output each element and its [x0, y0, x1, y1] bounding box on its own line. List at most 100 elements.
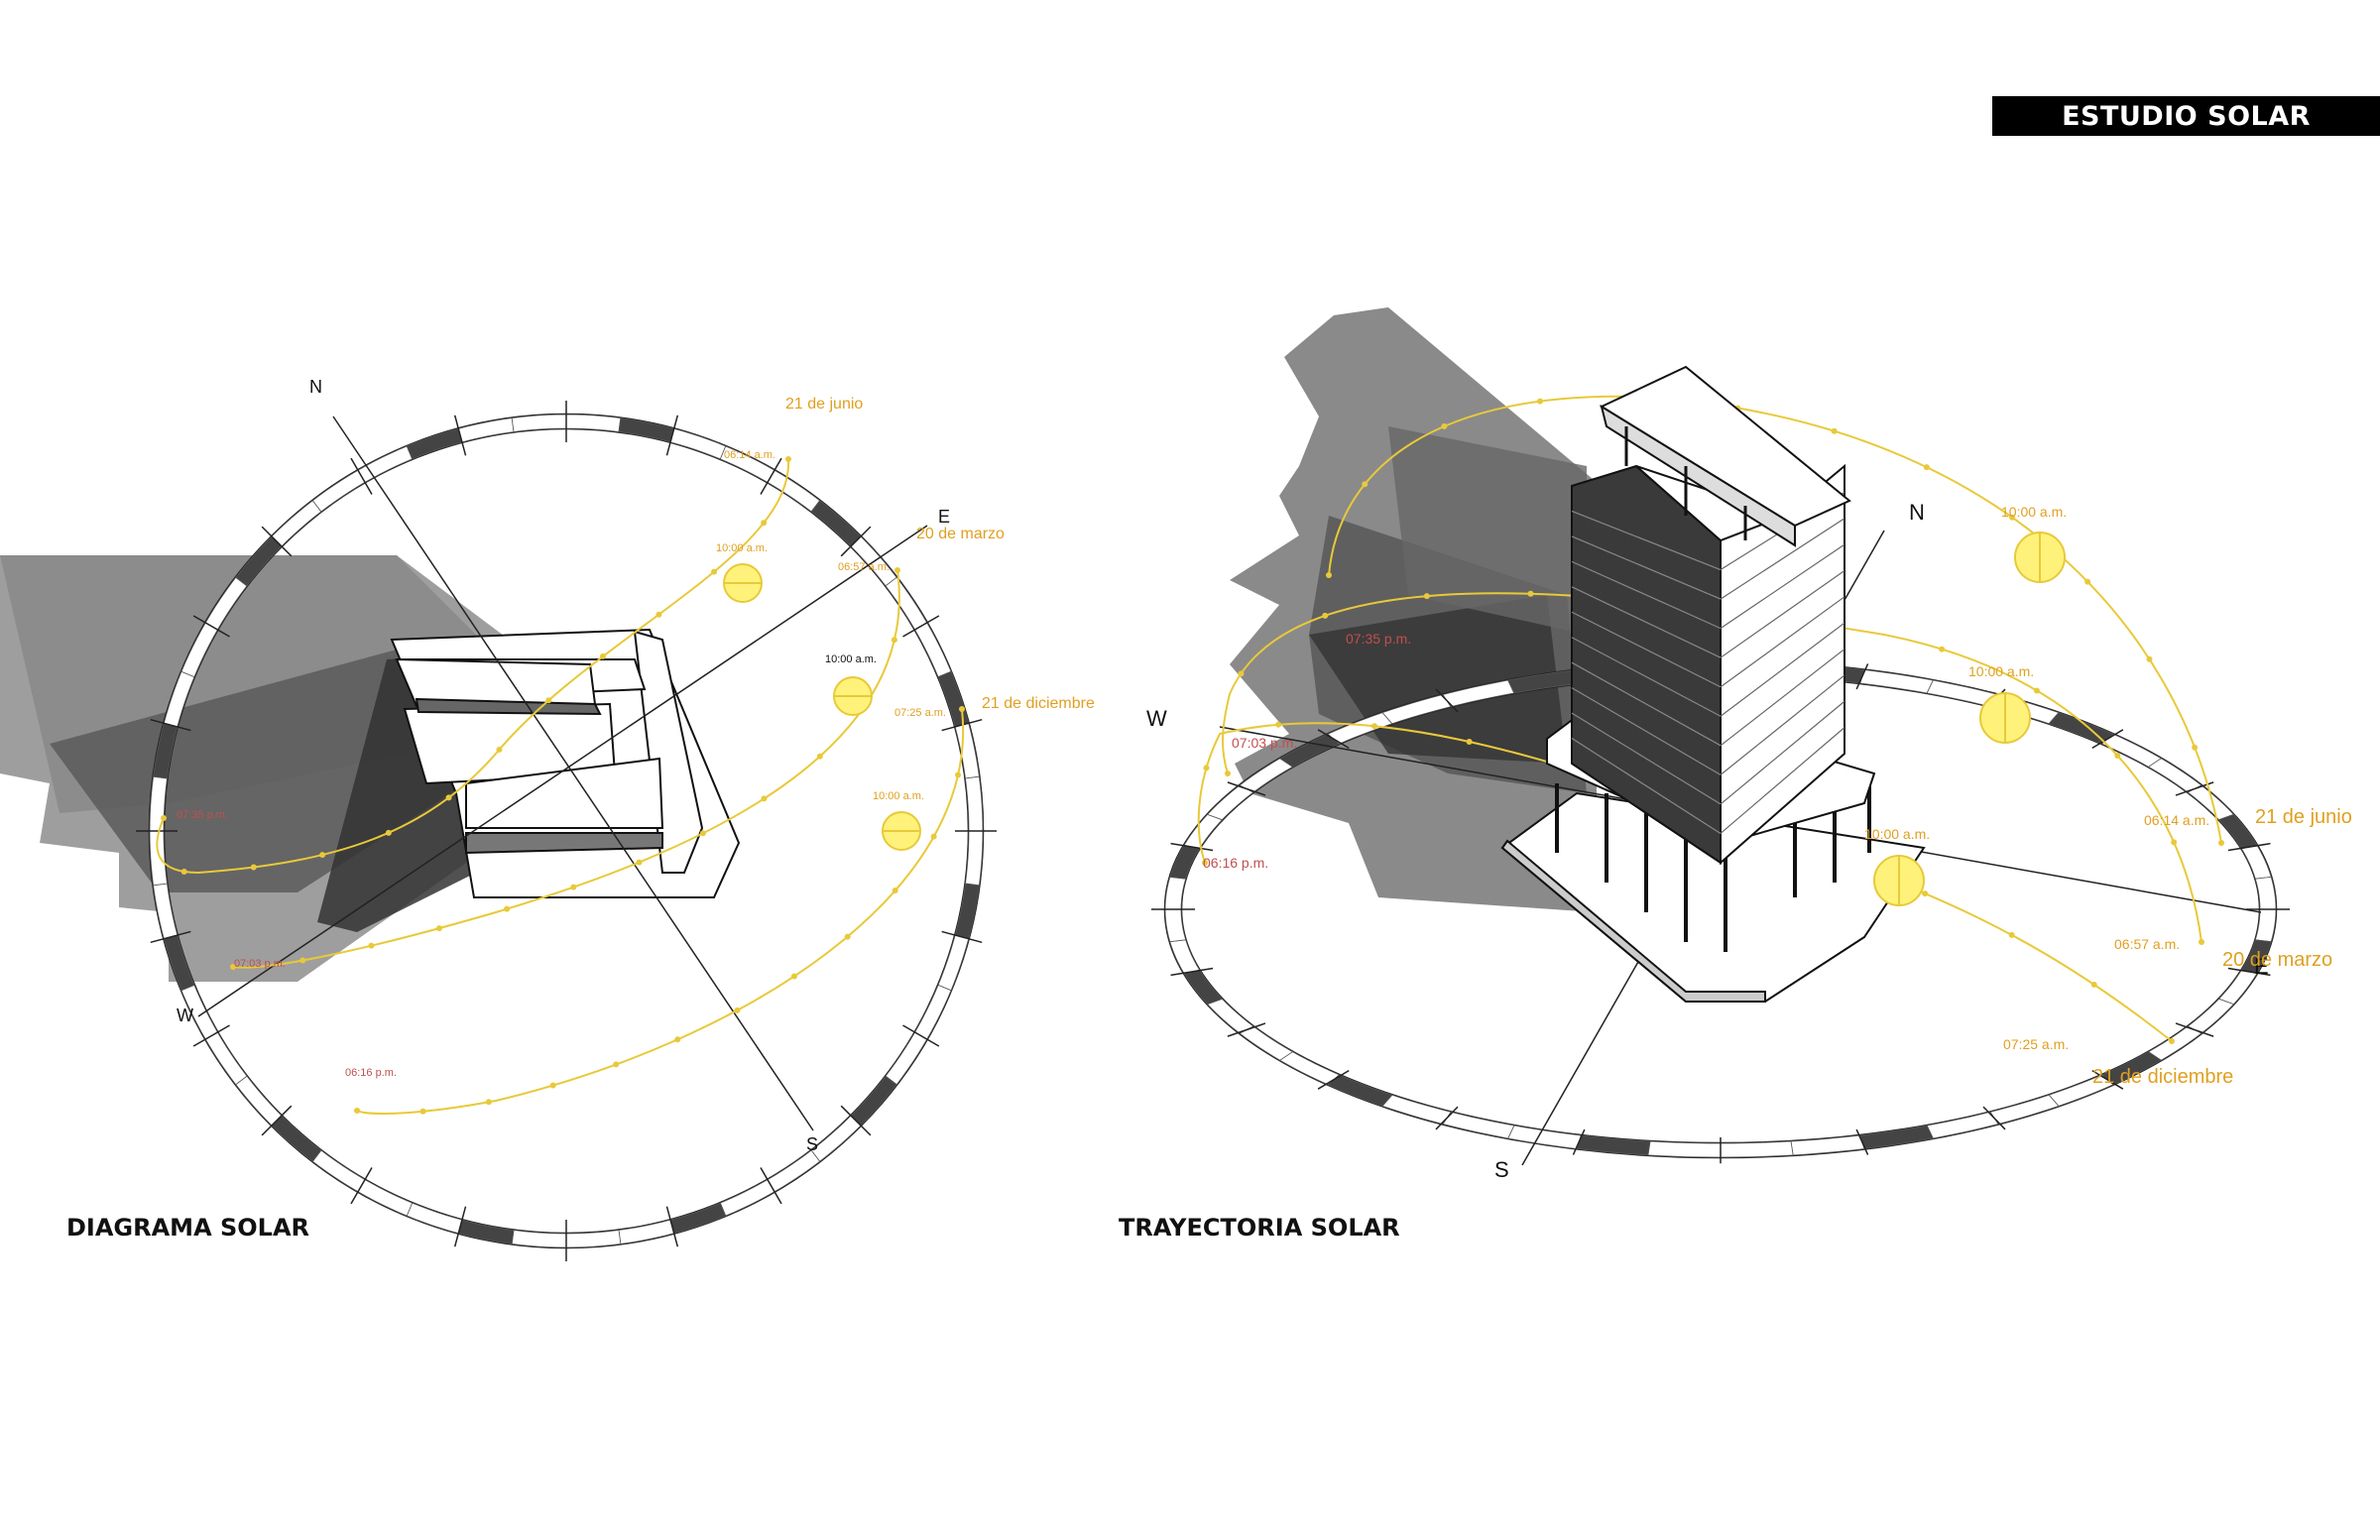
- path-hour-dot: [1923, 464, 1930, 471]
- ring-segment: [311, 1149, 366, 1193]
- floor-line: [1571, 611, 1722, 688]
- time-march-set: 07:03 p.m.: [234, 958, 286, 970]
- path-hour-dot: [613, 1061, 620, 1068]
- path-hour-dot: [2192, 744, 2199, 751]
- time-june-10: 10:00 a.m.: [716, 542, 768, 554]
- ring-segment: [1926, 1111, 1999, 1139]
- caption-trayectoria-solar: TRAYECTORIA SOLAR: [1119, 1214, 1400, 1242]
- floor-line: [1720, 622, 1845, 717]
- ring-segment: [2147, 758, 2202, 793]
- ring-segment: [2100, 733, 2163, 768]
- path-hour-dot: [2171, 839, 2178, 846]
- time-dec-10: 10:00 a.m.: [873, 790, 924, 802]
- time-dec-10: 10:00 a.m.: [1864, 826, 1930, 842]
- ring-segment: [1720, 1140, 1794, 1158]
- floor-line: [1571, 586, 1722, 658]
- time-dec-set: 06:16 p.m.: [1203, 855, 1268, 871]
- direction-e: E: [2254, 954, 2269, 979]
- path-hour-dot: [636, 859, 643, 866]
- ring-segment: [1989, 1094, 2060, 1125]
- path-hour-dot: [674, 1036, 681, 1043]
- ring-segment: [914, 984, 952, 1040]
- path-hour-dot: [711, 568, 718, 575]
- direction-n: N: [309, 377, 322, 397]
- floor-line: [1720, 518, 1845, 600]
- time-march-10: 10:00 a.m.: [825, 653, 877, 665]
- ring-tick: [760, 457, 782, 495]
- path-hour-dot: [955, 771, 962, 778]
- ring-segment: [357, 1179, 414, 1217]
- date-december: 21 de diciembre: [982, 695, 1095, 712]
- path-hour-dot: [599, 652, 606, 659]
- ring-segment: [2254, 908, 2277, 943]
- ring-tick: [2091, 1069, 2124, 1090]
- ring-tick: [941, 718, 983, 732]
- ring-tick: [261, 1105, 293, 1136]
- date-march: 20 de marzo: [2222, 949, 2332, 971]
- ring-segment: [1278, 1051, 1341, 1086]
- ring-tick: [902, 615, 940, 638]
- ring-tick: [1435, 1106, 1459, 1130]
- path-hour-dot: [816, 753, 823, 760]
- path-hour-dot: [2114, 752, 2121, 759]
- direction-n: N: [1909, 500, 1925, 525]
- ring-tick: [261, 526, 293, 557]
- page-title: ESTUDIO SOLAR: [1992, 96, 2380, 136]
- path-hour-dot: [761, 795, 768, 802]
- ring-segment: [1164, 876, 1187, 910]
- sun-markers-3d: [1873, 532, 2066, 906]
- floor-line: [1571, 535, 1722, 600]
- ring-segment: [1183, 813, 1224, 850]
- path-hour-dot: [2084, 578, 2091, 585]
- time-march-10: 10:00 a.m.: [1968, 663, 2034, 679]
- ring-tick: [1572, 1128, 1586, 1155]
- path-hour-dot: [299, 957, 306, 964]
- ring-tick: [150, 718, 191, 732]
- floor-line: [1571, 738, 1722, 834]
- ring-segment: [937, 934, 970, 992]
- ring-tick: [453, 415, 467, 456]
- time-march-rise: 06:57 a.m.: [2114, 936, 2180, 952]
- ring-tick: [1170, 967, 1214, 977]
- path-hour-dot: [496, 746, 503, 753]
- path-hour-dot: [1225, 770, 1231, 776]
- date-june: 21 de junio: [2255, 806, 2352, 828]
- path-hour-dot: [1527, 590, 1534, 597]
- time-march-rise: 06:57 a.m.: [838, 561, 890, 573]
- path-hour-dot: [894, 567, 900, 573]
- building-plan: [390, 628, 741, 898]
- ring-segment: [767, 1149, 821, 1193]
- time-dec-set: 06:16 p.m.: [345, 1067, 397, 1079]
- ring-tick: [941, 930, 983, 944]
- ring-segment: [1647, 1140, 1722, 1158]
- ring-tick: [1855, 1128, 1869, 1155]
- ring-segment: [1183, 969, 1224, 1006]
- direction-s: S: [806, 1134, 818, 1154]
- ring-segment: [1206, 998, 1254, 1034]
- path-hour-dot: [549, 1082, 556, 1089]
- floor-line: [1720, 727, 1845, 834]
- ring-tick: [1227, 781, 1266, 796]
- ring-segment: [235, 1075, 283, 1126]
- ring-segment: [204, 1031, 248, 1086]
- path-hour-dot: [570, 884, 577, 890]
- floor-line: [1571, 637, 1722, 717]
- path-hour-dot: [2146, 655, 2153, 662]
- path-hour-dot: [1423, 593, 1430, 600]
- ring-tick: [902, 1024, 940, 1047]
- path-hour-dot: [485, 1099, 492, 1106]
- time-june-10: 10:00 a.m.: [2001, 504, 2067, 520]
- path-hour-dot: [161, 815, 167, 821]
- ring-segment: [850, 1075, 897, 1126]
- path-hour-dot: [1922, 890, 1929, 897]
- time-dec-rise: 07:25 a.m.: [2003, 1036, 2069, 1052]
- path-hour-dot: [368, 942, 375, 949]
- path-hour-dot: [319, 852, 326, 859]
- path-hour-dot: [2169, 1038, 2175, 1044]
- path-hour-dot: [2218, 840, 2224, 846]
- floor-line: [1571, 687, 1722, 775]
- path-hour-dot: [892, 888, 898, 894]
- ring-segment: [914, 622, 952, 678]
- path-hour-dot: [504, 905, 511, 912]
